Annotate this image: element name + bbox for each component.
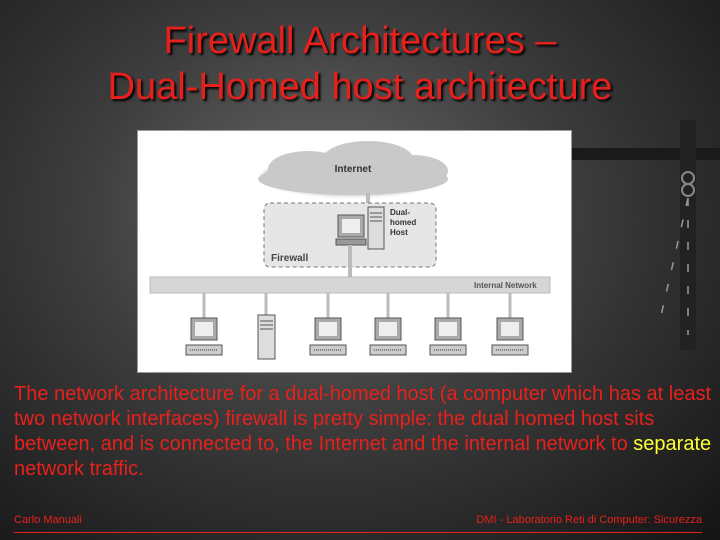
network-diagram: Internet Firewall Dual- homed Host Inter… [137, 130, 572, 373]
title-line-1: Firewall Architectures – [163, 20, 557, 62]
workstation-icon [429, 317, 467, 356]
workstation-icon [309, 317, 347, 356]
footer-author: Carlo Manuali [14, 514, 82, 526]
internal-network-bus [149, 276, 551, 294]
server-tower-icon [257, 314, 276, 360]
title-line-2: Dual-Homed host architecture [107, 66, 613, 108]
workstation-icon [185, 317, 223, 356]
internet-cloud [258, 141, 448, 196]
slide-footer: Carlo Manuali DMI - Laboratorio Reti di … [14, 514, 702, 533]
dual-homed-label-line-3: Host [390, 228, 408, 237]
footer-divider [14, 532, 702, 533]
dual-homed-label-line-2: homed [390, 218, 416, 227]
description-text-start: The network architecture for a dual-home… [14, 383, 712, 455]
description-paragraph: The network architecture for a dual-home… [14, 382, 714, 482]
balance-scale-decoration [560, 120, 720, 350]
footer-course: DMI - Laboratorio Reti di Computer: Sicu… [476, 514, 702, 526]
dual-homed-label-line-1: Dual- [390, 208, 410, 217]
dual-homed-host-icon [335, 206, 385, 250]
slide-title: Firewall Architectures – Dual-Homed host… [0, 18, 720, 110]
description-text-end: network traffic. [14, 458, 144, 480]
workstation-icon [491, 317, 529, 356]
firewall-label: Firewall [271, 253, 308, 264]
internet-label: Internet [335, 164, 372, 175]
highlighted-word: separate [633, 433, 712, 455]
internal-network-label: Internal Network [474, 281, 537, 290]
workstation-icon [369, 317, 407, 356]
